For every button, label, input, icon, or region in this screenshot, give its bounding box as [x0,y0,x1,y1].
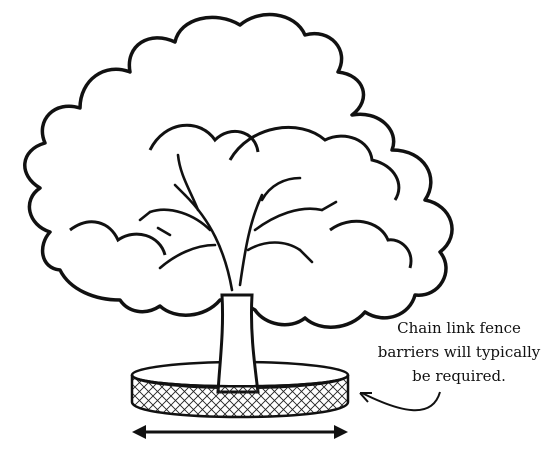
canopy-inner-edge-right [228,126,401,201]
tree-trunk [216,293,260,394]
fence-requirement-note: Chain link fence barriers will typically… [372,316,546,388]
canopy-inner-edge-top [148,123,260,153]
tree-canopy [23,12,454,329]
canopy-inner-edge-left [69,220,167,256]
note-line-2: barriers will typically [377,343,541,361]
fence-top-front-edge [130,373,350,388]
callout-arrow [359,391,441,412]
tree-branches [138,153,338,292]
note-line-1: Chain link fence [397,319,521,337]
note-line-3: be required. [412,367,506,385]
canopy-inner-edge-lower-right [329,219,413,269]
width-dimension-arrow [132,425,348,439]
